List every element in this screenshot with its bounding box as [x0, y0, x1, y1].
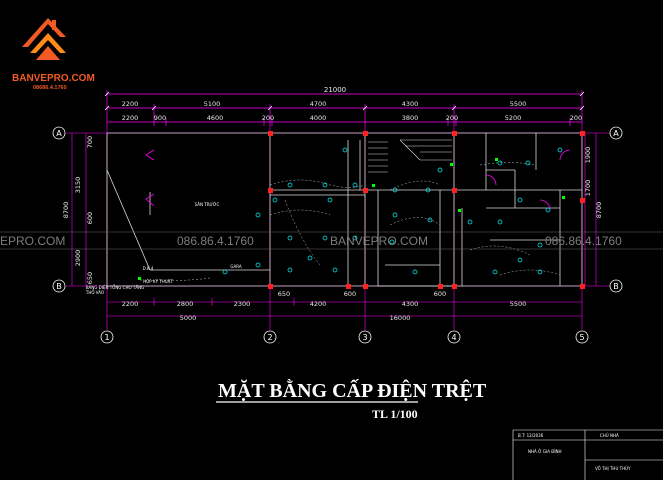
axis-label: 1 — [104, 333, 109, 342]
owner-name: VÕ THỊ THU THỦY — [595, 466, 631, 471]
ceiling-light-icon — [389, 187, 433, 275]
dim-label: 2200 — [122, 100, 139, 108]
house-roof-logo-icon — [22, 18, 66, 60]
dim-bottom-row1: 2200 2800 2300 4200 4300 5500 — [122, 300, 527, 308]
dim-label: 16000 — [390, 314, 411, 322]
dim-label: 2300 — [234, 300, 251, 308]
axis-label: 3 — [362, 333, 367, 342]
axis-label: 5 — [579, 333, 584, 342]
dim-right: 1900 8700 1700 — [584, 147, 603, 219]
dim-top-row1: 2200 5100 4700 4300 5500 — [122, 100, 527, 108]
title-table — [512, 429, 663, 480]
drawing-title-block: MẶT BẰNG CẤP ĐIỆN TRỆT TL 1/100 — [216, 378, 487, 421]
floor-plan-walls — [106, 132, 583, 287]
axis-label: 2 — [267, 333, 272, 342]
room-label: D.K.4 — [143, 266, 154, 271]
watermark-phone: 086.86.4.1760 — [177, 234, 254, 248]
electrical-wiring — [139, 162, 561, 281]
bottom-dimension-lines — [107, 298, 582, 317]
ceiling-light-icon — [287, 235, 358, 261]
dim-total-top: 21000 — [324, 86, 346, 94]
axis-label: A — [56, 129, 62, 138]
dim-label: 200 — [446, 114, 458, 122]
switch-markers — [138, 158, 565, 280]
dim-label: 2900 — [74, 250, 82, 267]
dim-label: 600 — [86, 212, 94, 224]
axis-label: B — [56, 282, 62, 291]
dim-label: 700 — [86, 136, 94, 148]
dim-label: 4300 — [402, 300, 419, 308]
dim-label: 650 — [278, 290, 290, 298]
room-label: THỔ VÀO — [85, 290, 104, 295]
room-label: SÂN TRƯỚC — [195, 202, 220, 207]
dim-left: 3150 8700 2900 700 600 650 — [62, 136, 94, 284]
dim-label: 3800 — [402, 114, 419, 122]
brand-phone: 08686.4.1760 — [33, 85, 67, 91]
watermark-site: EPRO.COM — [0, 234, 65, 248]
project-name: NHÀ Ở GIA ĐÌNH — [528, 449, 562, 454]
dim-label: 5500 — [510, 100, 527, 108]
dim-label: 2800 — [177, 300, 194, 308]
dim-label: 1700 — [584, 180, 592, 197]
dim-label: 4300 — [402, 100, 419, 108]
dim-label: 5100 — [204, 100, 221, 108]
dim-bottom-small: 650 600 600 — [278, 290, 446, 298]
ceiling-light-icon — [497, 147, 563, 213]
brand-logo: BANVEPRO.COM 08686.4.1760 — [12, 18, 95, 91]
room-label: BẢNG ĐIỆN TỔNG CHO TẦNG — [86, 285, 144, 290]
dim-label: 650 — [86, 272, 94, 284]
dim-top-row2: 2200 900 4600 200 4000 3800 200 5200 200 — [122, 114, 582, 122]
dim-label: 900 — [154, 114, 166, 122]
room-label: GARA — [230, 264, 241, 269]
ceiling-light-icon — [222, 147, 443, 275]
top-dimension-ticks — [104, 91, 585, 111]
dim-bottom-row2: 5000 16000 — [180, 314, 411, 322]
light-fixtures — [222, 147, 563, 275]
top-dimensions — [106, 90, 583, 126]
ceiling-light-icon — [287, 182, 358, 188]
dim-label: 4000 — [310, 114, 327, 122]
dim-label: 4700 — [310, 100, 327, 108]
dim-label: 200 — [262, 114, 274, 122]
door-symbols — [145, 149, 571, 211]
dim-label: 2200 — [122, 300, 139, 308]
dim-label: 5200 — [505, 114, 522, 122]
structural-columns — [268, 131, 585, 289]
dim-label: 4200 — [310, 300, 327, 308]
owner-label: CHỦ NHÀ — [600, 433, 619, 438]
side-dimension-lines — [71, 133, 597, 286]
ceiling-light-icon — [467, 219, 543, 275]
dim-label: 600 — [344, 290, 356, 298]
dim-label: 4600 — [207, 114, 224, 122]
room-labels: SÂN TRƯỚC GARA D.K.4 HỘP KỸ THUẬT BẢNG Đ… — [85, 202, 242, 295]
drawing-number: B.T: 12/2036 — [518, 433, 544, 438]
room-label: HỘP KỸ THUẬT — [143, 279, 173, 284]
watermark-band: EPRO.COM 086.86.4.1760 BANVEPRO.COM 086.… — [0, 231, 663, 250]
dim-label: 5000 — [180, 314, 197, 322]
ceiling-light-icon — [272, 197, 338, 273]
dim-label: 8700 — [595, 202, 603, 219]
watermark-phone: 086.86.4.1760 — [545, 234, 622, 248]
drawing-title: MẶT BẰNG CẤP ĐIỆN TRỆT — [218, 378, 487, 402]
watermark-site: BANVEPRO.COM — [330, 234, 428, 248]
axis-label: B — [613, 282, 619, 291]
axis-label: 4 — [451, 333, 456, 342]
axis-label: A — [613, 129, 619, 138]
stair — [368, 139, 452, 173]
title-table-text: B.T: 12/2036 CHỦ NHÀ NHÀ Ở GIA ĐÌNH VÕ T… — [518, 433, 631, 471]
dim-label: 200 — [570, 114, 582, 122]
dim-label: 1900 — [584, 147, 592, 164]
axis-bubbles-numbers: 1 2 3 4 5 — [100, 330, 589, 344]
dim-label: 5500 — [510, 300, 527, 308]
dim-label: 2200 — [122, 114, 139, 122]
drawing-scale: TL 1/100 — [372, 407, 418, 421]
brand-name: BANVEPRO.COM — [12, 73, 95, 84]
dim-label: 600 — [434, 290, 446, 298]
axis-bubbles-letters: A A B B — [52, 126, 623, 293]
dim-label: 8700 — [62, 202, 70, 219]
axis-grid-lines — [66, 126, 610, 330]
dim-label: 3150 — [74, 177, 82, 194]
